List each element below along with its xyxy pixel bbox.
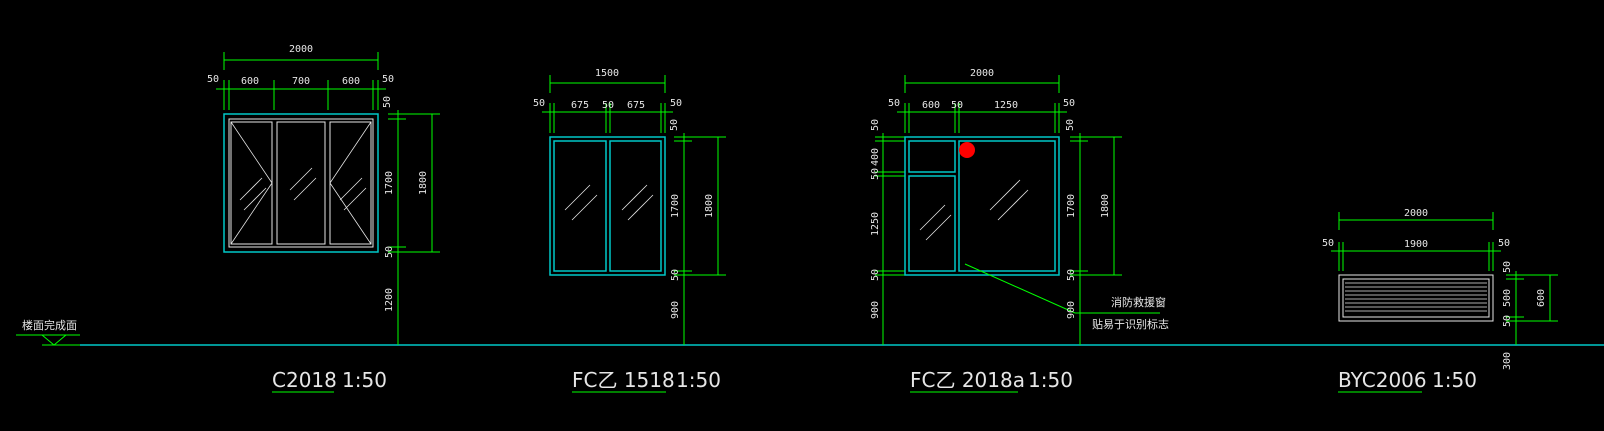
red-marker-icon (959, 142, 975, 158)
dim-seg-2: 600 (922, 100, 940, 111)
dim-seg-2: 1900 (1404, 239, 1428, 250)
note-line-2: 贴易于识别标志 (1092, 317, 1169, 331)
note-leader (964, 263, 1076, 314)
dim-overall-width: 2000 (289, 44, 313, 55)
dim-seg-1: 50 (888, 98, 900, 109)
dim-seg-5: 50 (382, 74, 394, 85)
dim-h-seg-2: 500 (1502, 289, 1513, 307)
dim-seg-3: 50 (602, 100, 614, 111)
dim-lh-seg-5: 50 (870, 269, 881, 281)
note-line-1: 消防救援窗 (1111, 295, 1166, 309)
dim-seg-2: 675 (571, 100, 589, 111)
dim-h-seg-2: 1700 (384, 171, 395, 195)
dim-seg-1: 50 (1322, 238, 1334, 249)
dim-left-sill-height: 900 (870, 301, 881, 319)
dim-h-seg-1: 50 (1065, 119, 1076, 131)
window-title: BYC2006 (1338, 368, 1427, 392)
window-scale: 1:50 (1028, 368, 1073, 392)
dim-overall-height: 1800 (418, 171, 429, 195)
window-frame (549, 136, 666, 276)
window-c2018[interactable]: 2000 50 600 700 600 50 (207, 44, 440, 393)
louver-slats (1345, 282, 1487, 312)
dim-sill-height: 900 (1066, 301, 1077, 319)
dim-h-seg-3: 50 (670, 269, 681, 281)
floor-label: 楼面完成面 (22, 318, 77, 332)
dim-sill-height: 900 (670, 301, 681, 319)
window-title: FC乙 2018a (910, 368, 1025, 392)
dim-seg-2: 600 (241, 76, 259, 87)
dim-h-seg-3: 50 (384, 246, 395, 258)
dim-h-seg-1: 50 (1502, 261, 1513, 273)
window-title: C2018 (272, 368, 337, 392)
dim-seg-5: 50 (1063, 98, 1075, 109)
dim-lh-seg-3: 50 (870, 168, 881, 180)
dim-lh-seg-1: 50 (870, 119, 881, 131)
window-scale: 1:50 (342, 368, 387, 392)
dim-overall-width: 2000 (970, 68, 994, 79)
dim-seg-4: 600 (342, 76, 360, 87)
dim-seg-4: 675 (627, 100, 645, 111)
window-fc1518[interactable]: 1500 50 675 50 675 50 50 1700 50 1800 90… (533, 68, 726, 393)
dim-seg-1: 50 (207, 74, 219, 85)
window-title: FC乙 1518 (572, 368, 675, 392)
window-frame (223, 113, 379, 253)
dim-h-seg-3: 50 (1502, 315, 1513, 327)
floor-level-marker: 楼面完成面 (16, 318, 80, 346)
window-scale: 1:50 (1432, 368, 1477, 392)
dim-overall-height: 1800 (704, 194, 715, 218)
dim-seg-4: 1250 (994, 100, 1018, 111)
window-frame (904, 136, 1060, 276)
dim-overall-height: 600 (1536, 289, 1547, 307)
window-scale: 1:50 (676, 368, 721, 392)
dim-lh-seg-4: 1250 (870, 212, 881, 236)
dim-overall-width: 2000 (1404, 208, 1428, 219)
dim-seg-3: 50 (1498, 238, 1510, 249)
dim-seg-5: 50 (670, 98, 682, 109)
dim-overall-height: 1800 (1100, 194, 1111, 218)
dim-h-seg-2: 1700 (1066, 194, 1077, 218)
dim-lh-seg-2: 400 (870, 148, 881, 166)
louver-frame (1338, 274, 1494, 322)
window-byc2006[interactable]: 2000 50 1900 50 50 500 50 600 (1322, 208, 1558, 393)
dim-h-seg-1: 50 (669, 119, 680, 131)
dim-seg-3: 50 (951, 100, 963, 111)
window-fc2018a[interactable]: 2000 50 600 50 1250 50 50 400 50 1250 50… (870, 68, 1169, 393)
dim-sill-height: 1200 (384, 288, 395, 312)
dim-seg-3: 700 (292, 76, 310, 87)
dim-h-seg-1: 50 (382, 96, 393, 108)
dim-seg-1: 50 (533, 98, 545, 109)
dim-h-seg-3: 50 (1066, 269, 1077, 281)
dim-h-seg-2: 1700 (670, 194, 681, 218)
dim-sill-height: 300 (1502, 352, 1513, 370)
dim-overall-width: 1500 (595, 68, 619, 79)
